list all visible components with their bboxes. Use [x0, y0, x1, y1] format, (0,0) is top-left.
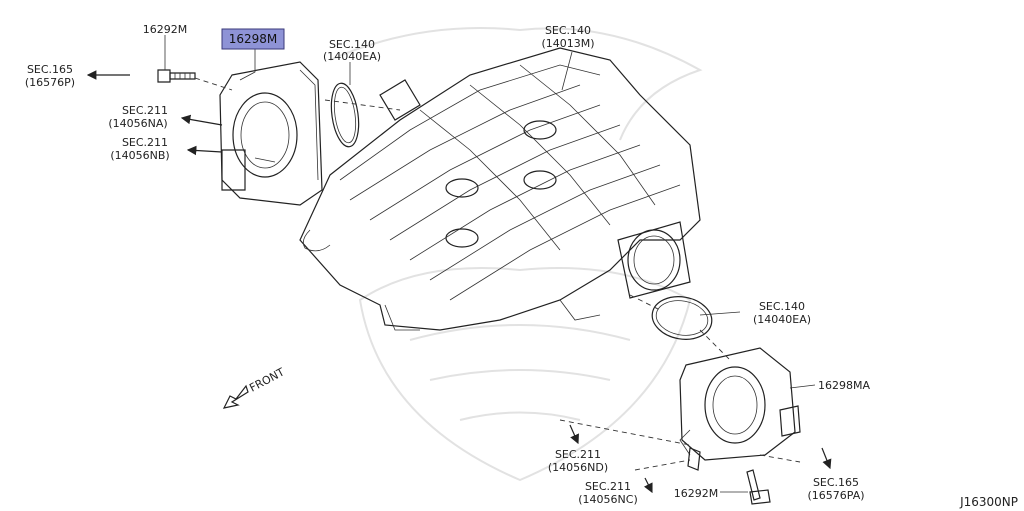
front-arrow-icon — [222, 384, 249, 409]
watermark-emblem — [329, 27, 703, 482]
sec140-manifold-line2: (14013M) — [541, 37, 594, 50]
sec165-top-line1: SEC.165 — [27, 63, 73, 76]
sec165-top-line2: (16576P) — [25, 76, 75, 89]
gasket-bottom — [651, 296, 713, 340]
throttle-body-2-label: 16298MA — [818, 379, 870, 392]
sec211-nc-line2: (14056NC) — [578, 493, 638, 506]
manifold-flange-left — [379, 79, 421, 121]
sec140-gasket-bottom-line2: (14040EA) — [753, 313, 811, 326]
sec211-na-line1: SEC.211 — [122, 104, 168, 117]
sec211-na-line2: (14056NA) — [108, 117, 167, 130]
sec211-nd-line2: (14056ND) — [548, 461, 608, 474]
sec211-nb-line2: (14056NB) — [110, 149, 169, 162]
sec165-bottom-line2: (16576PA) — [807, 489, 864, 502]
intake-manifold — [299, 47, 701, 331]
sec211-nc-line1: SEC.211 — [585, 480, 631, 493]
bolt-top — [157, 69, 196, 83]
front-label: FRONT — [247, 365, 287, 394]
sec211-nd-line1: SEC.211 — [555, 448, 601, 461]
highlighted-part-label: 16298M — [229, 32, 278, 46]
bottom-bolt-label: 16292M — [674, 487, 718, 500]
throttle-body-top — [219, 61, 323, 206]
manifold-flange-right — [617, 221, 691, 299]
sec140-gasket-top-line2: (14040EA) — [323, 50, 381, 63]
diagram-code: J16300NP — [959, 495, 1018, 509]
sec140-gasket-bottom-line1: SEC.140 — [759, 300, 805, 313]
top-bolt-label: 16292M — [143, 23, 187, 36]
highlighted-part-callout — [221, 28, 285, 50]
sec211-nb-line1: SEC.211 — [122, 136, 168, 149]
bolt-bottom — [746, 469, 771, 505]
leader-lines — [164, 35, 816, 493]
sec140-gasket-top-line1: SEC.140 — [329, 38, 375, 51]
sec165-bottom-line1: SEC.165 — [813, 476, 859, 489]
arrows — [86, 70, 832, 494]
sec140-manifold-line1: SEC.140 — [545, 24, 591, 37]
alignment-lines — [194, 77, 801, 471]
gasket-top — [330, 82, 360, 148]
throttle-body-bottom — [679, 347, 801, 461]
clip-part — [687, 447, 701, 471]
